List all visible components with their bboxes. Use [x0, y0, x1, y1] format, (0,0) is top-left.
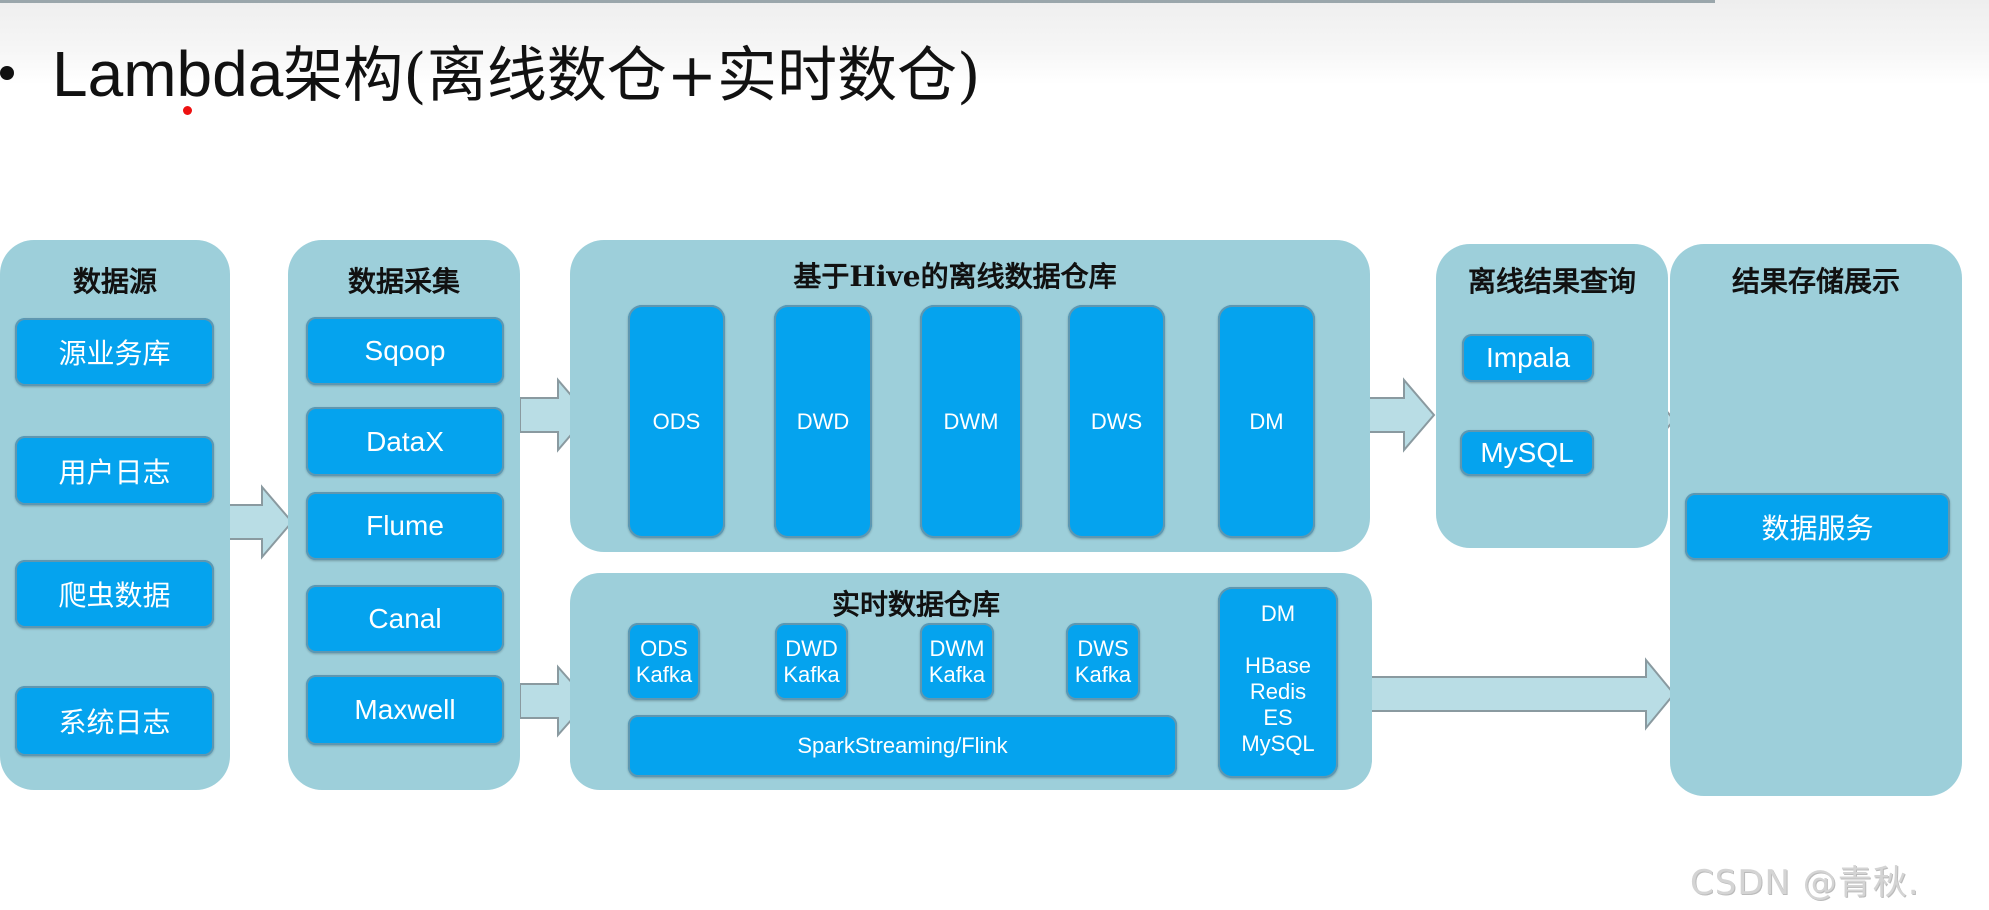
result-item-data-service[interactable]: 数据服务: [1685, 493, 1950, 560]
source-item[interactable]: 系统日志: [15, 686, 214, 756]
offline-layer-dws[interactable]: DWS: [1068, 305, 1165, 538]
panel-title: 数据采集: [347, 265, 460, 298]
arrow-realtime-to-result: [1367, 657, 1676, 731]
layer-sub: Kafka: [635, 661, 693, 687]
realtime-layer[interactable]: DWS Kafka: [1066, 623, 1140, 700]
watermark: CSDN @青秋.: [1690, 863, 1920, 903]
panel-title: 结果存储展示: [1731, 265, 1900, 298]
offline-layer-dm[interactable]: DM: [1218, 305, 1315, 538]
realtime-engine[interactable]: SparkStreaming/Flink: [628, 715, 1177, 777]
slide-title: Lambda架构(离线数仓+实时数仓): [0, 42, 980, 106]
title-cn: 架构(离线数仓+实时数仓): [283, 41, 981, 111]
query-item-impala[interactable]: Impala: [1462, 334, 1594, 382]
panel-offline-query: 离线结果查询: [1436, 244, 1668, 548]
realtime-layer[interactable]: ODS Kafka: [628, 623, 700, 700]
panel-title: 基于Hive的离线数据仓库: [793, 260, 1117, 293]
layer-name: DWM: [929, 635, 985, 661]
laser-pointer-dot: [183, 106, 192, 115]
layer-sub: Kafka: [783, 661, 840, 687]
layer-sub: Kafka: [928, 661, 986, 687]
source-item[interactable]: 用户日志: [15, 436, 214, 505]
bullet-icon: [0, 66, 14, 81]
collection-item-datax[interactable]: DataX: [306, 407, 504, 476]
collection-item-flume[interactable]: Flume: [306, 492, 504, 560]
offline-layer-ods[interactable]: ODS: [628, 305, 725, 538]
dm-store: Redis: [1249, 679, 1307, 704]
source-item[interactable]: 源业务库: [15, 318, 214, 386]
dm-store: HBase: [1244, 653, 1312, 678]
realtime-dm[interactable]: DM HBase Redis ES MySQL: [1218, 587, 1338, 778]
dm-name: DM: [1260, 601, 1296, 626]
top-border-line: [0, 0, 1715, 3]
title-latin: Lambda: [52, 38, 284, 110]
realtime-layer[interactable]: DWD Kafka: [775, 623, 848, 700]
collection-item-canal[interactable]: Canal: [306, 585, 504, 653]
collection-item-sqoop[interactable]: Sqoop: [306, 317, 504, 385]
layer-name: DWS: [1077, 635, 1129, 661]
layer-sub: Kafka: [1074, 661, 1132, 687]
layer-name: ODS: [640, 635, 688, 661]
offline-layer-dwm[interactable]: DWM: [920, 305, 1022, 538]
arrow-offline-to-query: [1367, 377, 1436, 453]
panel-title: 数据源: [72, 265, 157, 298]
panel-title: 实时数据仓库: [831, 588, 1000, 621]
layer-name: DWD: [785, 635, 838, 661]
dm-store: MySQL: [1241, 731, 1315, 756]
query-item-mysql[interactable]: MySQL: [1460, 430, 1594, 476]
dm-store: ES: [1263, 705, 1293, 730]
offline-layer-dwd[interactable]: DWD: [774, 305, 872, 538]
realtime-layer[interactable]: DWM Kafka: [920, 623, 994, 700]
collection-item-maxwell[interactable]: Maxwell: [306, 675, 504, 745]
panel-title: 离线结果查询: [1467, 265, 1636, 298]
source-item[interactable]: 爬虫数据: [15, 560, 214, 628]
arrow-sources-to-collection: [221, 484, 294, 560]
